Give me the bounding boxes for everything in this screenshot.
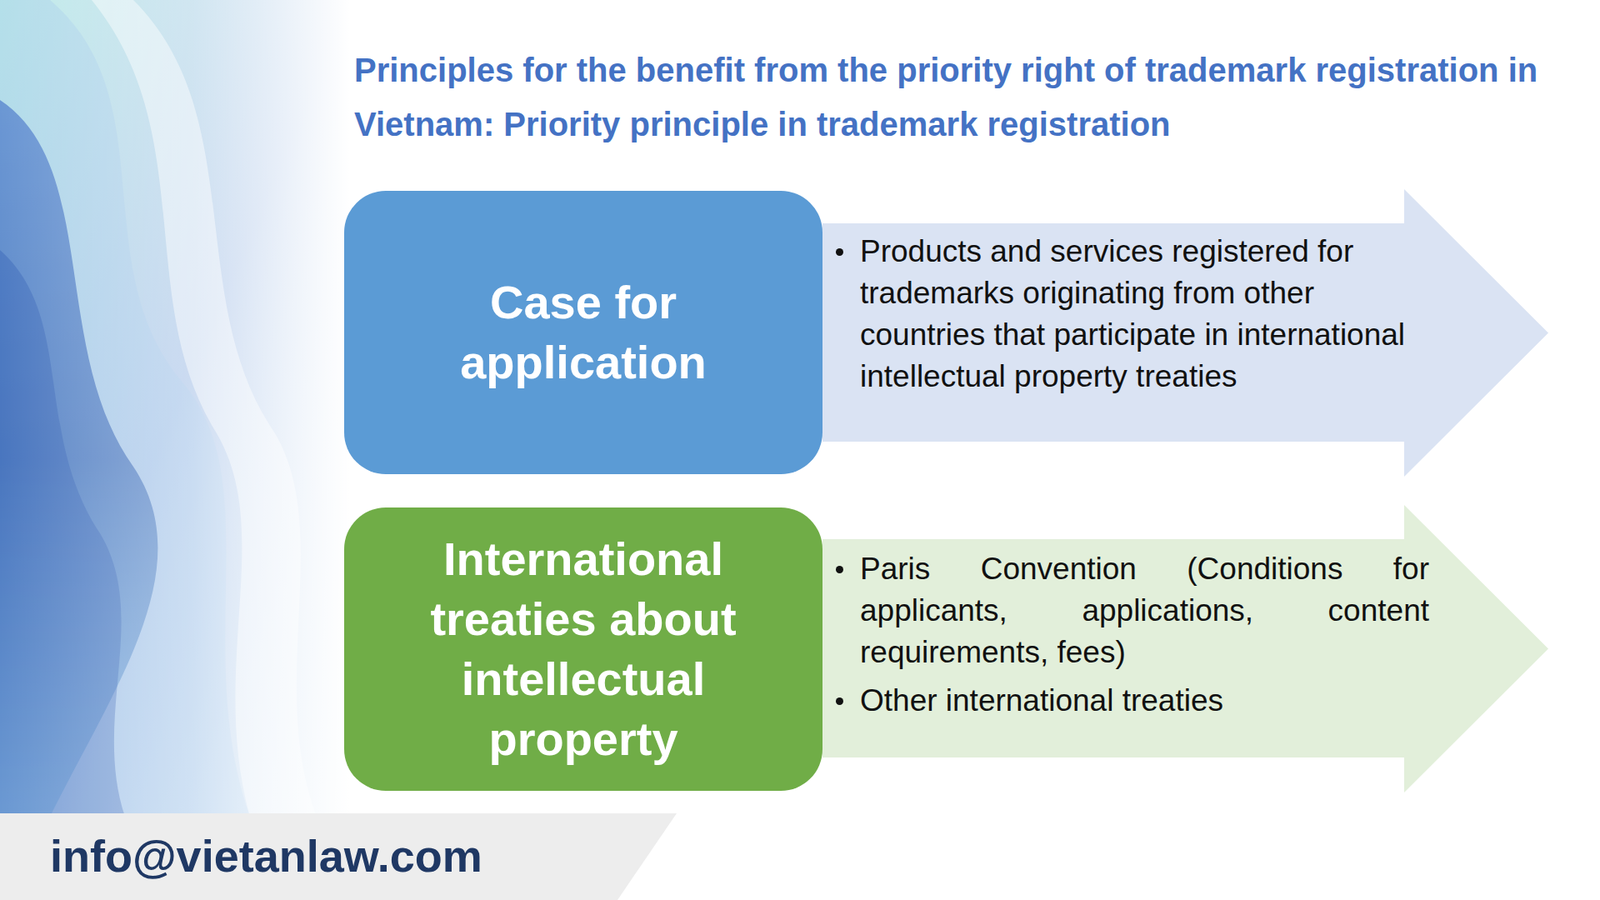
slide-title: Principles for the benefit from the prio… [354,43,1555,152]
subtitle-text: Priority principle in trademark registra… [503,105,1170,143]
box-label: Case for application [344,272,823,393]
bullet-item: Products and services registered for tra… [832,230,1416,398]
contact-email: info@vietanlaw.com [50,829,483,883]
bullet-list: Paris Convention (Conditions for applica… [832,548,1430,729]
bullet-item: Paris Convention (Conditions for applica… [832,548,1430,674]
bullet-dot [835,565,844,574]
bullet-dot [835,697,844,705]
bullet-list: Products and services registered for tra… [832,230,1416,405]
arrow-band: Products and services registered for tra… [822,189,1549,477]
bullet-dot [835,248,844,256]
bullet-text: Other international treaties [860,680,1430,722]
arrow-band: Paris Convention (Conditions for applica… [822,505,1549,793]
box-label: International treaties about intellectua… [344,529,823,770]
category-box: International treaties about intellectua… [344,507,823,791]
footer-band [0,813,677,900]
bullet-item: Other international treaties [832,680,1430,722]
bullet-text: Paris Convention (Conditions for applica… [860,548,1430,674]
bullet-text: Products and services registered for tra… [860,230,1416,398]
arrow-fill [822,505,1549,793]
arrow-fill [822,189,1549,477]
category-box: Case for application [344,190,823,475]
